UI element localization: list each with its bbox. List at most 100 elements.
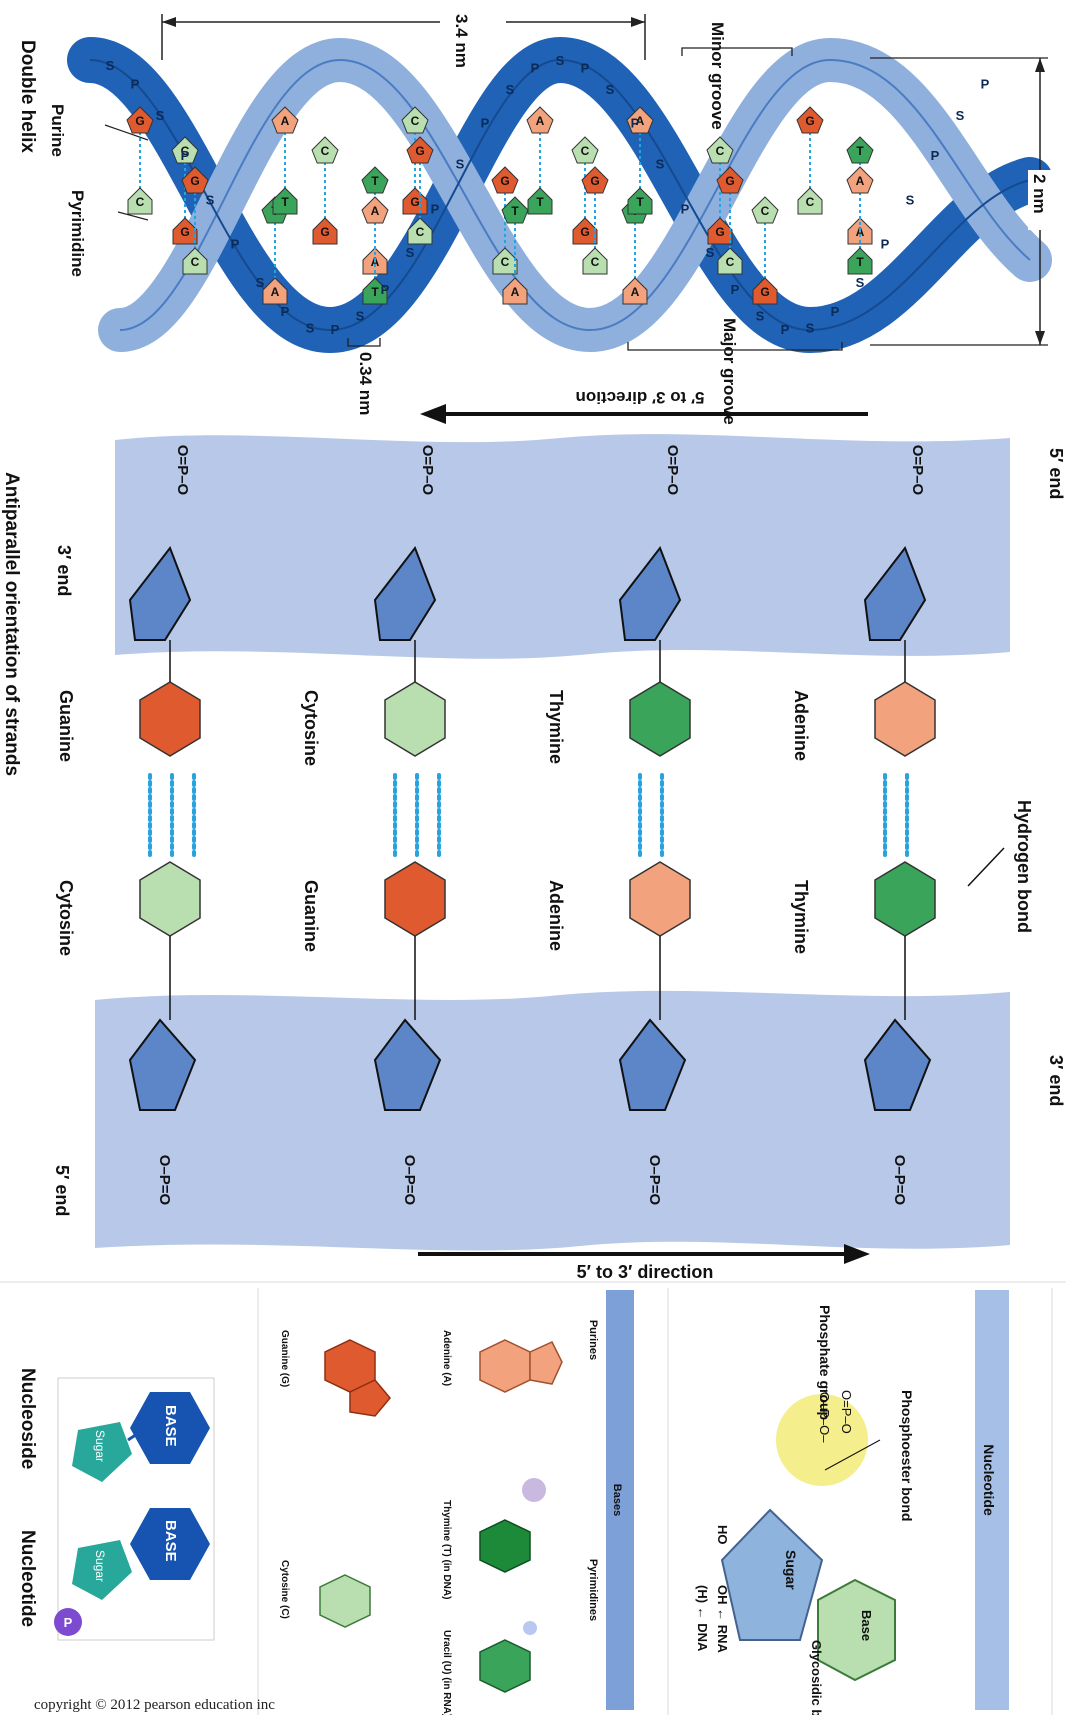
base-letter: A bbox=[271, 285, 280, 299]
base-letter: C bbox=[501, 255, 510, 269]
nucleotide-sugar-pentagon bbox=[72, 1540, 132, 1600]
backbone-letter: P bbox=[831, 304, 840, 319]
thymine-label: Thymine (T) (in DNA) bbox=[441, 1500, 452, 1599]
backbone-letter: P bbox=[431, 202, 440, 217]
h-dna-label: (H) ← DNA bbox=[695, 1585, 710, 1652]
base-pair: AT bbox=[626, 106, 654, 215]
rise-label: 0.34 nm bbox=[356, 352, 375, 415]
base-letter: A bbox=[636, 114, 645, 128]
right-base-name: Cytosine bbox=[56, 880, 76, 956]
right-base-name: Guanine bbox=[301, 880, 321, 952]
svg-text:O=P–O: O=P–O bbox=[174, 445, 191, 496]
base-letter: G bbox=[410, 195, 419, 209]
base-letter: C bbox=[761, 204, 770, 218]
base-letter: G bbox=[500, 174, 509, 188]
nucleotide-sugar-text: Sugar bbox=[93, 1550, 107, 1582]
top-direction-label: 5′ to 3′ direction bbox=[575, 388, 704, 407]
sugar-pentagon bbox=[373, 545, 437, 641]
base-pair: AT bbox=[526, 106, 554, 215]
base-pair: GC bbox=[796, 106, 824, 215]
base-letter: A bbox=[511, 285, 520, 299]
base-pair: AT bbox=[846, 166, 874, 275]
svg-text:⁻O–P–O–: ⁻O–P–O– bbox=[817, 1385, 832, 1443]
base-letter: T bbox=[371, 174, 379, 188]
base-letter: G bbox=[580, 225, 589, 239]
backbone-letter: S bbox=[606, 82, 615, 97]
phosphate-text: P bbox=[64, 1615, 73, 1630]
backbone-letter: S bbox=[206, 193, 215, 208]
base-ring bbox=[629, 861, 691, 937]
base-letter: G bbox=[590, 174, 599, 188]
base-letter: T bbox=[636, 195, 644, 209]
svg-text:O–P=O: O–P=O bbox=[646, 1155, 663, 1206]
hydrogen-bond-label: Hydrogen bond bbox=[1014, 800, 1034, 933]
base-letter: A bbox=[281, 114, 290, 128]
sugar-pentagon bbox=[128, 545, 192, 641]
nucleoside-sugar-text: Sugar bbox=[93, 1430, 107, 1462]
backbone-letter: S bbox=[506, 82, 515, 97]
backbone-letter: S bbox=[256, 275, 265, 290]
minor-groove-label: Minor groove bbox=[708, 22, 727, 130]
nucleotide-sugar-ring bbox=[720, 1508, 824, 1641]
backbone-letter: S bbox=[456, 157, 465, 172]
base-letter: G bbox=[760, 285, 769, 299]
backbone-letter: S bbox=[756, 308, 765, 323]
base-ring bbox=[139, 861, 201, 937]
left-backbone-panel bbox=[115, 434, 1010, 659]
phosphate-group-label: Phosphate group bbox=[817, 1305, 833, 1420]
base-letter: C bbox=[726, 255, 735, 269]
base-letter: A bbox=[371, 204, 380, 218]
base-letter: G bbox=[805, 114, 814, 128]
base-ring bbox=[384, 681, 446, 757]
pyrimidine-label: Pyrimidine bbox=[68, 190, 87, 277]
nucleoside-base-text: BASE bbox=[162, 1405, 179, 1447]
base-ring bbox=[139, 681, 201, 757]
base-letter: A bbox=[856, 174, 865, 188]
copyright-notice: copyright © 2012 pearson education inc bbox=[34, 1697, 275, 1713]
base-pair: GC bbox=[581, 166, 609, 275]
base-pair: CG bbox=[751, 196, 779, 305]
base-pair: CG bbox=[571, 136, 599, 245]
base-letter: T bbox=[856, 255, 864, 269]
three-end-right-label: 3′ end bbox=[1046, 1055, 1066, 1106]
phosphoester-bond-label: Phosphoester bond bbox=[899, 1390, 915, 1521]
base-letter: C bbox=[191, 255, 200, 269]
backbone-letter: P bbox=[181, 148, 190, 163]
base-ring bbox=[874, 861, 936, 937]
backbone-letter: P bbox=[931, 148, 940, 163]
antiparallel-strands: 5′ to 3′ direction O=P–OO–P=OAdenineThym… bbox=[1, 388, 1066, 1282]
base-pair: AT bbox=[271, 106, 299, 215]
base-label: Base bbox=[859, 1610, 874, 1641]
nucleotide-base-text: BASE bbox=[162, 1520, 179, 1562]
base-letter: C bbox=[181, 144, 190, 158]
adenine-label: Adenine (A) bbox=[441, 1330, 452, 1386]
base-pair: GC bbox=[716, 166, 744, 275]
bases-panel: Bases Purines Pyrimidines Adenine (A) Gu… bbox=[279, 1290, 634, 1717]
double-helix-title: Double helix bbox=[17, 40, 38, 153]
sugar-pentagon bbox=[863, 1018, 932, 1111]
base-pair: GC bbox=[126, 106, 154, 215]
base-pair: CG bbox=[171, 136, 199, 245]
base-pair: GC bbox=[181, 166, 209, 275]
base-letter: G bbox=[320, 225, 329, 239]
backbone-letter: P bbox=[531, 60, 540, 75]
base-pair: CG bbox=[311, 136, 339, 245]
nucleotide-units: O=P–OO–P=OAdenineThymineO=P–OO–P=OThymin… bbox=[56, 445, 936, 1206]
five-end-right-label: 5′ end bbox=[52, 1165, 72, 1216]
backbone-letter: P bbox=[331, 322, 340, 337]
sugar-pentagon bbox=[863, 545, 927, 641]
double-helix: GCCGGCTAATCGTAATCGGCGCTAATCGGCTAATCGGCCG… bbox=[17, 6, 1054, 425]
base-letter: G bbox=[135, 114, 144, 128]
base-letter: A bbox=[371, 255, 380, 269]
oh-rna-label: OH ← RNA bbox=[715, 1585, 730, 1654]
base-letter: C bbox=[716, 144, 725, 158]
nucleotide-label: Nucleotide bbox=[17, 1530, 38, 1627]
base-letter: T bbox=[371, 285, 379, 299]
base-ring bbox=[874, 681, 936, 757]
base-letter: C bbox=[321, 144, 330, 158]
backbone-letter: S bbox=[356, 308, 365, 323]
backbone-letter: S bbox=[856, 275, 865, 290]
left-base-name: Adenine bbox=[791, 690, 811, 761]
